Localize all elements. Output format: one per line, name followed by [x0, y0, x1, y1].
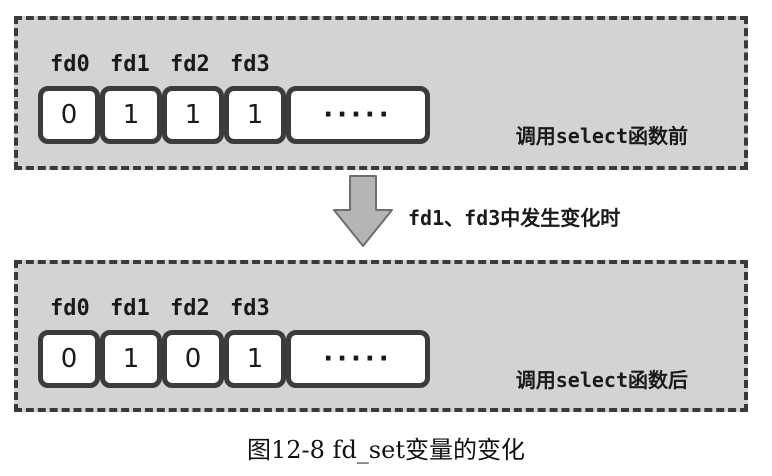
watermark-text: @稀土掘金技术社区 [626, 446, 762, 464]
fd2-label: fd2 [170, 296, 210, 321]
bit-cell-fd3: 1 [224, 330, 286, 388]
bit-cell-fd3: 1 [224, 86, 286, 144]
bit-cell-ellipsis: ····· [286, 86, 430, 144]
fd-set-after-panel: fd0 fd1 fd2 fd3 0 1 0 1 ····· 调用select函数… [14, 260, 748, 412]
fd-bit-row: 0 1 1 1 ····· [38, 86, 434, 144]
bit-cell-fd0: 0 [38, 86, 100, 144]
transition-label: fd1、fd3中发生变化时 [408, 206, 621, 230]
fd1-label: fd1 [110, 52, 150, 77]
bit-cell-fd1: 1 [100, 330, 162, 388]
fd3-label: fd3 [230, 52, 270, 77]
bit-cell-fd1: 1 [100, 86, 162, 144]
fd-bit-row: 0 1 0 1 ····· [38, 330, 434, 388]
panel-caption-before: 调用select函数前 [515, 124, 688, 148]
panel-caption-after: 调用select函数后 [515, 368, 688, 392]
fd2-label: fd2 [170, 52, 210, 77]
down-arrow-icon [333, 175, 393, 247]
bit-cell-fd2: 1 [162, 86, 224, 144]
fd0-label: fd0 [50, 52, 90, 77]
fd1-label: fd1 [110, 296, 150, 321]
fd3-label: fd3 [230, 296, 270, 321]
bit-cell-fd0: 0 [38, 330, 100, 388]
fd0-label: fd0 [50, 296, 90, 321]
fd-set-before-panel: fd0 fd1 fd2 fd3 0 1 1 1 ····· 调用select函数… [14, 16, 748, 170]
bit-cell-fd2: 0 [162, 330, 224, 388]
bit-cell-ellipsis: ····· [286, 330, 430, 388]
figure-caption: 图12-8 fd_set变量的变化 [247, 436, 525, 464]
